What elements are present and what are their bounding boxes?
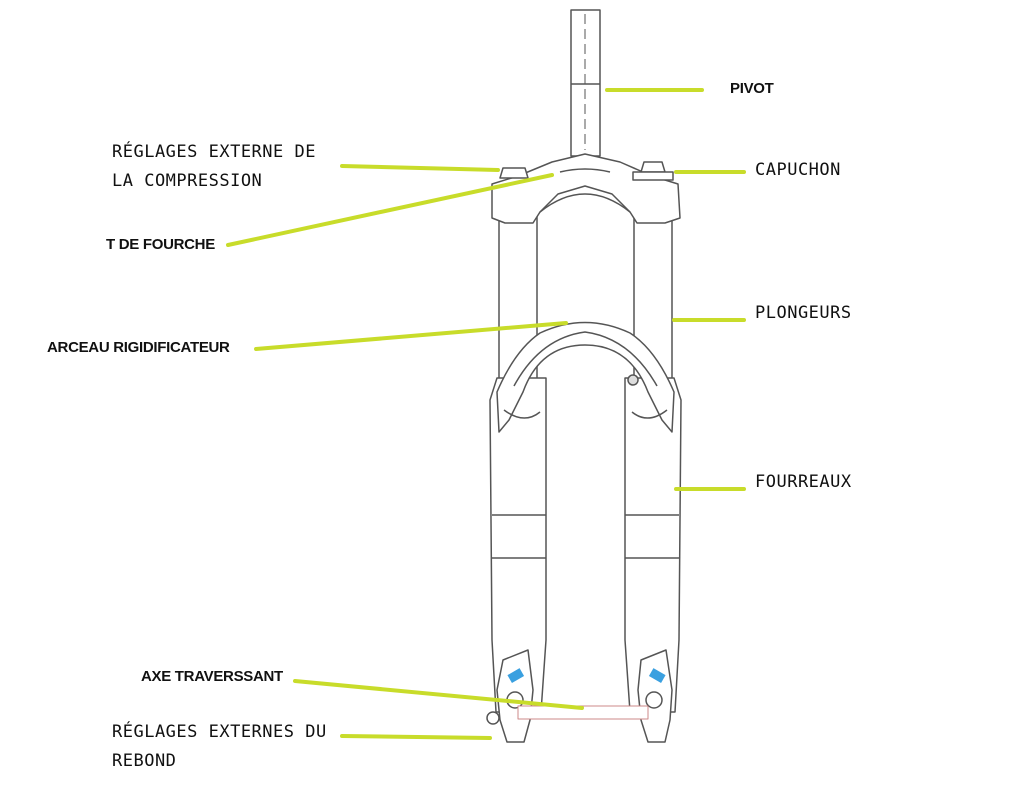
label-t-fourche: T DE FOURCHE [106,236,215,253]
leader-axe [293,679,584,710]
label-pivot: PIVOT [730,80,774,97]
rebound-knob [486,711,500,725]
label-arceau: ARCEAU RIGIDIFICATEUR [47,339,230,356]
fork-arch [496,321,675,433]
label-capuchon: CAPUCHON [755,160,841,180]
top-cap-right [640,161,666,173]
leader-arceau [254,321,568,351]
label-rebond-line2: REBOND [112,751,177,771]
label-compression-adjust: RÉGLAGES EXTERNE DE LA COMPRESSION [112,138,316,196]
leader-rebond [340,734,492,740]
leader-t-fourche [226,173,554,247]
fork-drawing [486,9,682,743]
blue-accent-right [648,668,666,683]
label-fourreaux: FOURREAUX [755,472,852,492]
label-plongeurs: PLONGEURS [755,303,852,323]
leader-compression [340,164,500,172]
label-axe: AXE TRAVERSSANT [141,668,283,685]
blue-accent-left [507,668,525,683]
leader-lines [226,88,746,740]
right-lower [624,377,682,713]
label-compression-line1: RÉGLAGES EXTERNE DE [112,142,316,162]
label-rebound-adjust: RÉGLAGES EXTERNES DU REBOND [112,718,327,776]
through-axle [517,705,649,720]
top-cap-left [499,167,529,179]
label-rebond-line1: RÉGLAGES EXTERNES DU [112,722,327,742]
label-compression-line2: LA COMPRESSION [112,171,263,191]
